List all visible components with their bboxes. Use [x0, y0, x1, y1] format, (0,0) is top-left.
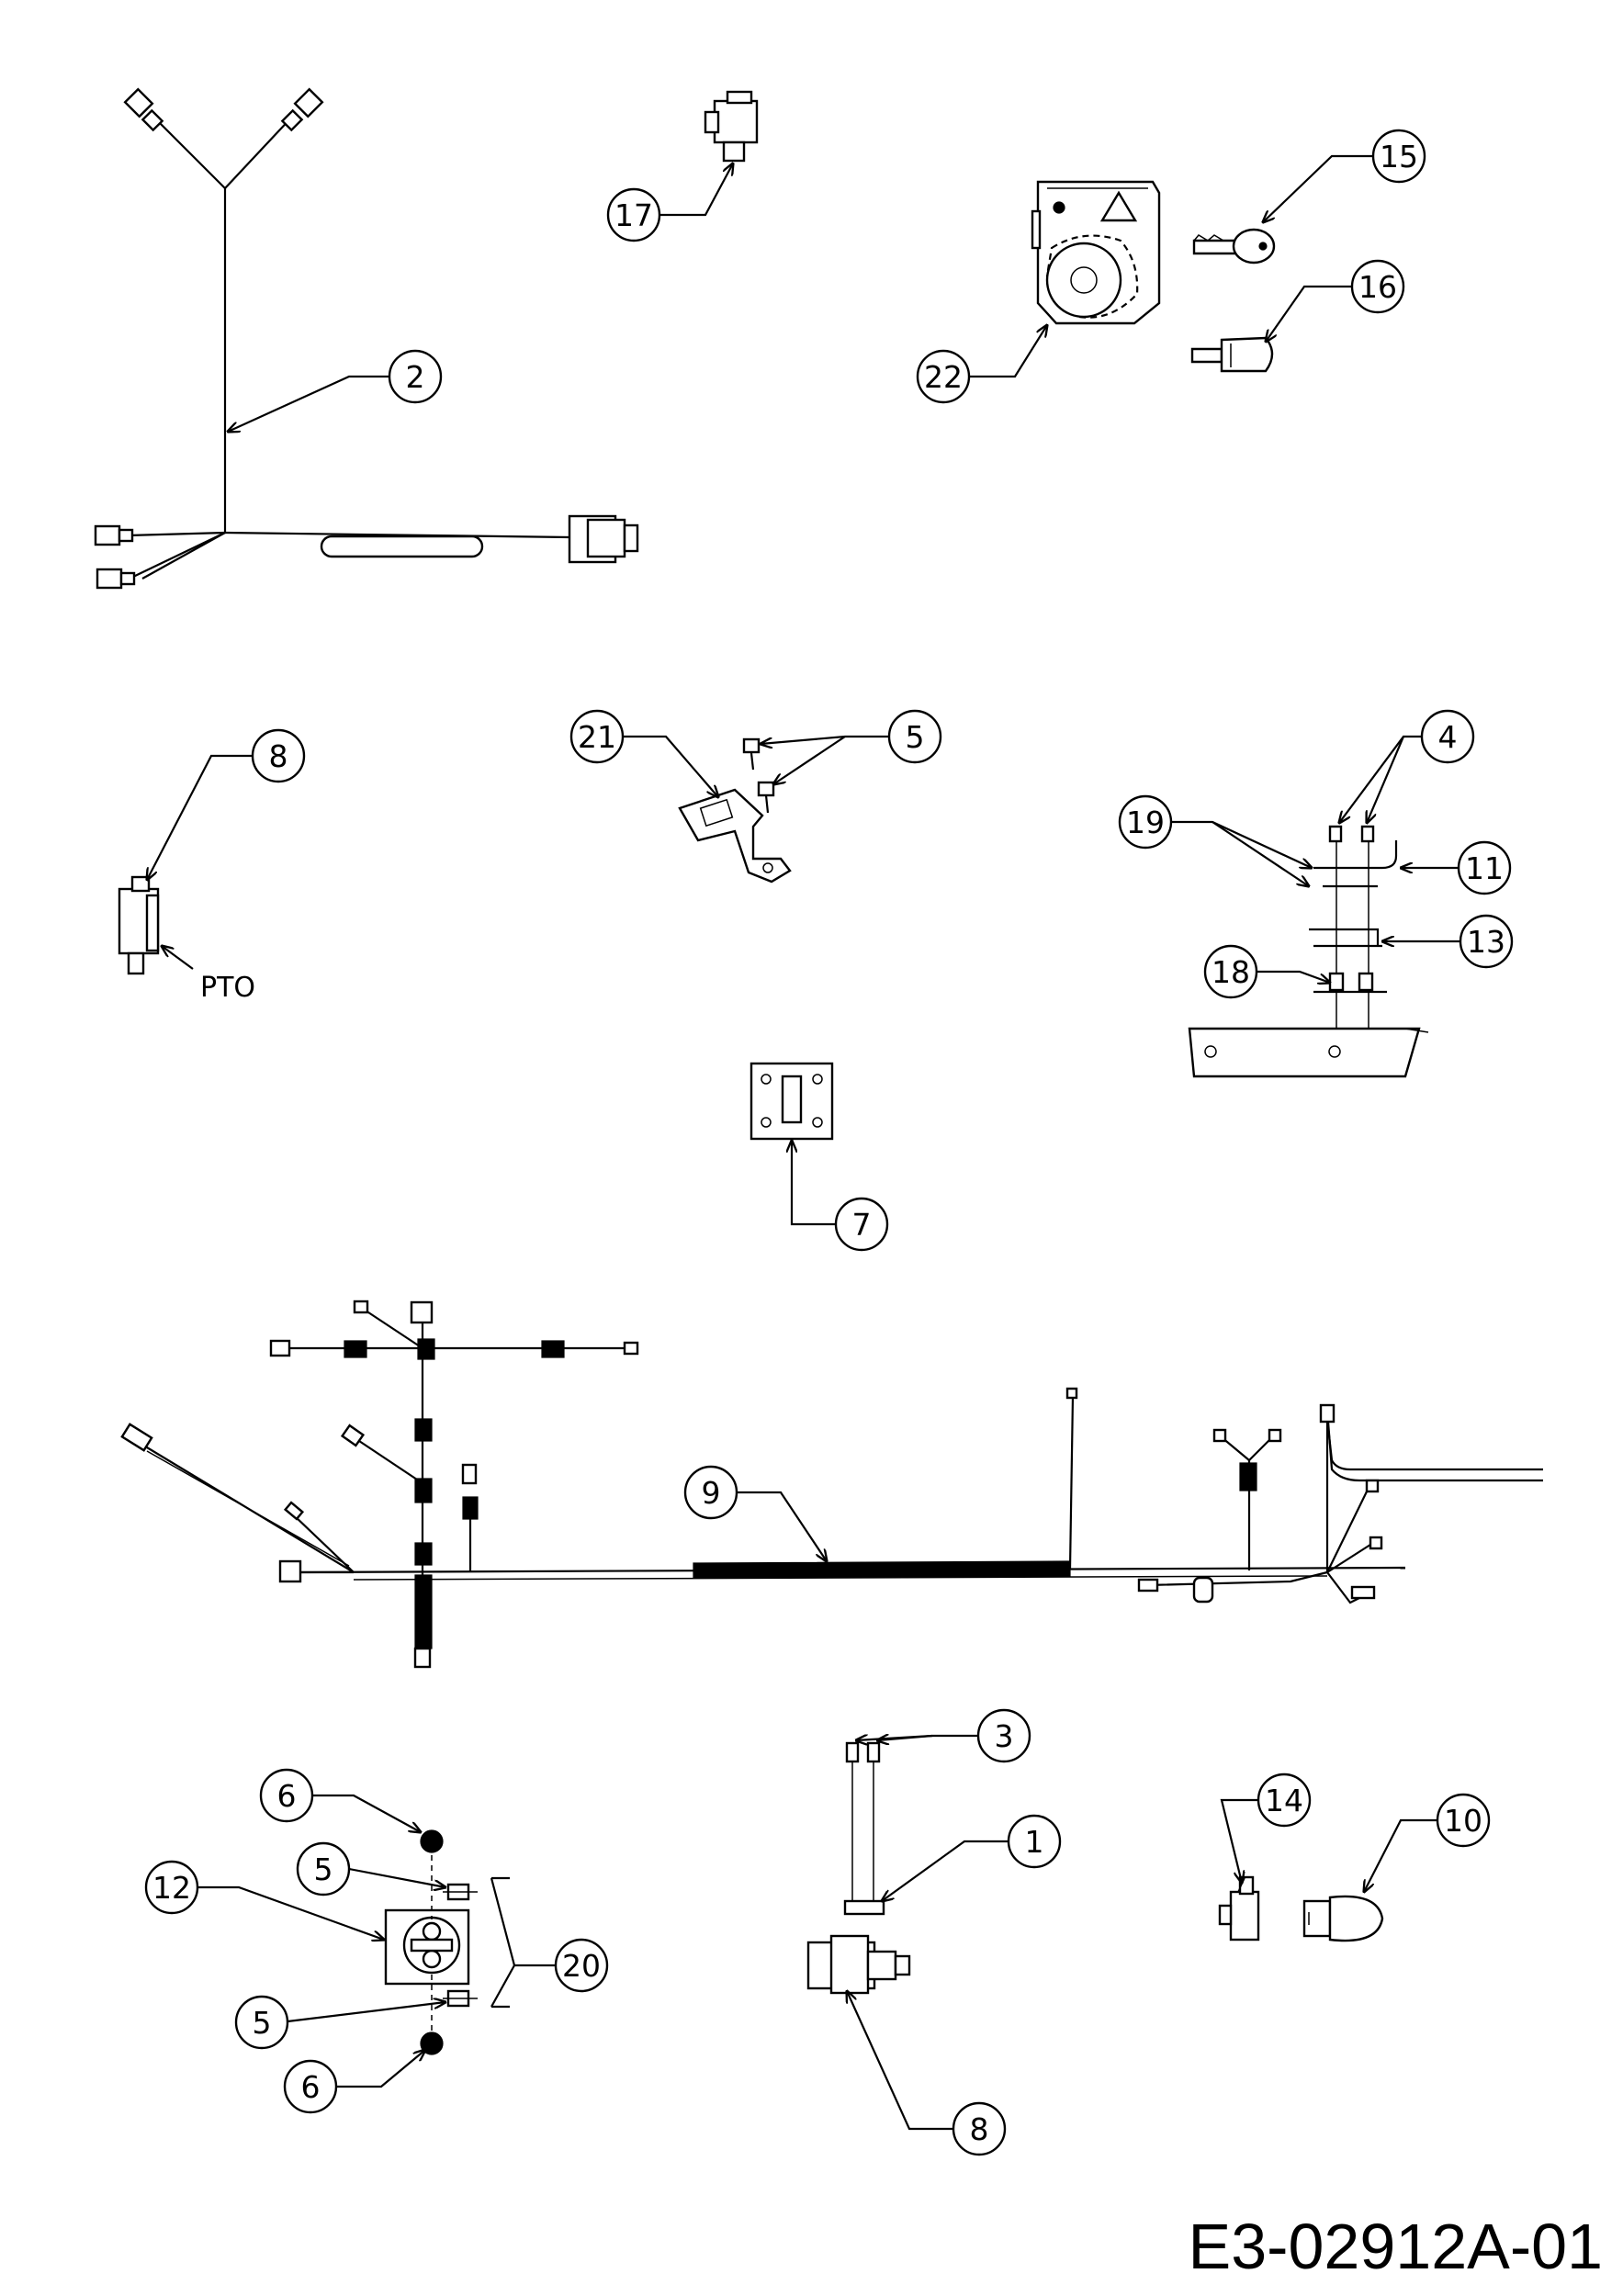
- part-16-key: [1190, 336, 1274, 373]
- callout-12-label: 12: [152, 1870, 191, 1906]
- part-15-key: [1192, 228, 1276, 264]
- callout-11: 11: [1457, 840, 1512, 895]
- callout-22-label: 22: [924, 359, 963, 395]
- callout-4: 4: [1420, 709, 1475, 764]
- harness-2: [94, 87, 639, 590]
- pto-label: PTO: [200, 972, 255, 1004]
- callout-13: 13: [1459, 914, 1514, 969]
- callout-5-solenoid-bottom: 5: [234, 1995, 289, 2050]
- callout-17: 17: [606, 187, 661, 242]
- callout-1-label: 1: [1025, 1824, 1044, 1860]
- callout-20-label: 20: [562, 1948, 601, 1984]
- part-10-bulb: [1302, 1895, 1384, 1942]
- harness-9: [120, 1300, 1543, 1669]
- callout-15: 15: [1371, 129, 1426, 184]
- callout-3-label: 3: [995, 1718, 1014, 1754]
- callout-5-solenoid-top: 5: [296, 1841, 351, 1896]
- callout-9-label: 9: [702, 1475, 721, 1511]
- callout-19: 19: [1118, 794, 1173, 850]
- part-14-relay: [1218, 1875, 1260, 1941]
- callout-13-label: 13: [1467, 924, 1505, 960]
- callout-21-label: 21: [578, 719, 616, 755]
- callout-6-top-label: 6: [277, 1778, 297, 1814]
- part-21-bracket: [678, 737, 792, 884]
- callout-10: 10: [1436, 1793, 1491, 1848]
- callout-8-lower-label: 8: [970, 2111, 989, 2147]
- part-1-switch-assembly: [806, 1741, 911, 1995]
- part-7-plate: [750, 1062, 834, 1141]
- callout-2: 2: [388, 349, 443, 404]
- callout-15-label: 15: [1380, 139, 1418, 174]
- part-22-ignition-switch: [1031, 180, 1161, 325]
- callout-17-label: 17: [614, 197, 653, 233]
- callout-4-label: 4: [1438, 719, 1458, 755]
- callout-5-solenoid-bottom-label: 5: [253, 2005, 272, 2041]
- callout-6-bottom: 6: [283, 2059, 338, 2114]
- callout-6-top: 6: [259, 1768, 314, 1823]
- leader-lines: [147, 154, 1460, 2131]
- callout-19-label: 19: [1126, 805, 1165, 840]
- part-12-solenoid: [384, 1829, 510, 2055]
- part-8-pto-switch: [118, 875, 160, 975]
- callout-8-pto: 8: [251, 728, 306, 783]
- drawing-number: E3-02912A-01: [1189, 2211, 1603, 2282]
- callout-5-solenoid-top-label: 5: [314, 1851, 333, 1887]
- callout-14: 14: [1257, 1773, 1312, 1828]
- callout-8-lower: 8: [952, 2101, 1007, 2156]
- callout-3: 3: [976, 1708, 1031, 1763]
- callout-11-label: 11: [1465, 850, 1504, 886]
- callout-14-label: 14: [1265, 1783, 1303, 1818]
- callout-18-label: 18: [1212, 954, 1250, 990]
- callout-2-label: 2: [406, 359, 425, 395]
- clip-stack-assembly: [1188, 825, 1429, 1078]
- callout-5-bracket-label: 5: [906, 719, 925, 755]
- callout-21: 21: [569, 709, 625, 764]
- callout-1: 1: [1007, 1814, 1062, 1869]
- callout-7: 7: [834, 1197, 889, 1252]
- callout-18: 18: [1203, 944, 1258, 999]
- callout-22: 22: [916, 349, 971, 404]
- callout-7-label: 7: [852, 1207, 872, 1243]
- callout-6-bottom-label: 6: [301, 2069, 321, 2105]
- callout-20: 20: [554, 1938, 609, 1993]
- callout-10-label: 10: [1444, 1803, 1482, 1839]
- callout-8-pto-label: 8: [269, 738, 288, 774]
- callout-16-label: 16: [1358, 269, 1397, 305]
- callout-12: 12: [144, 1860, 199, 1915]
- callout-9: 9: [683, 1465, 738, 1520]
- part-17-connector: [704, 90, 759, 163]
- callout-5-bracket: 5: [887, 709, 942, 764]
- callout-16: 16: [1350, 259, 1405, 314]
